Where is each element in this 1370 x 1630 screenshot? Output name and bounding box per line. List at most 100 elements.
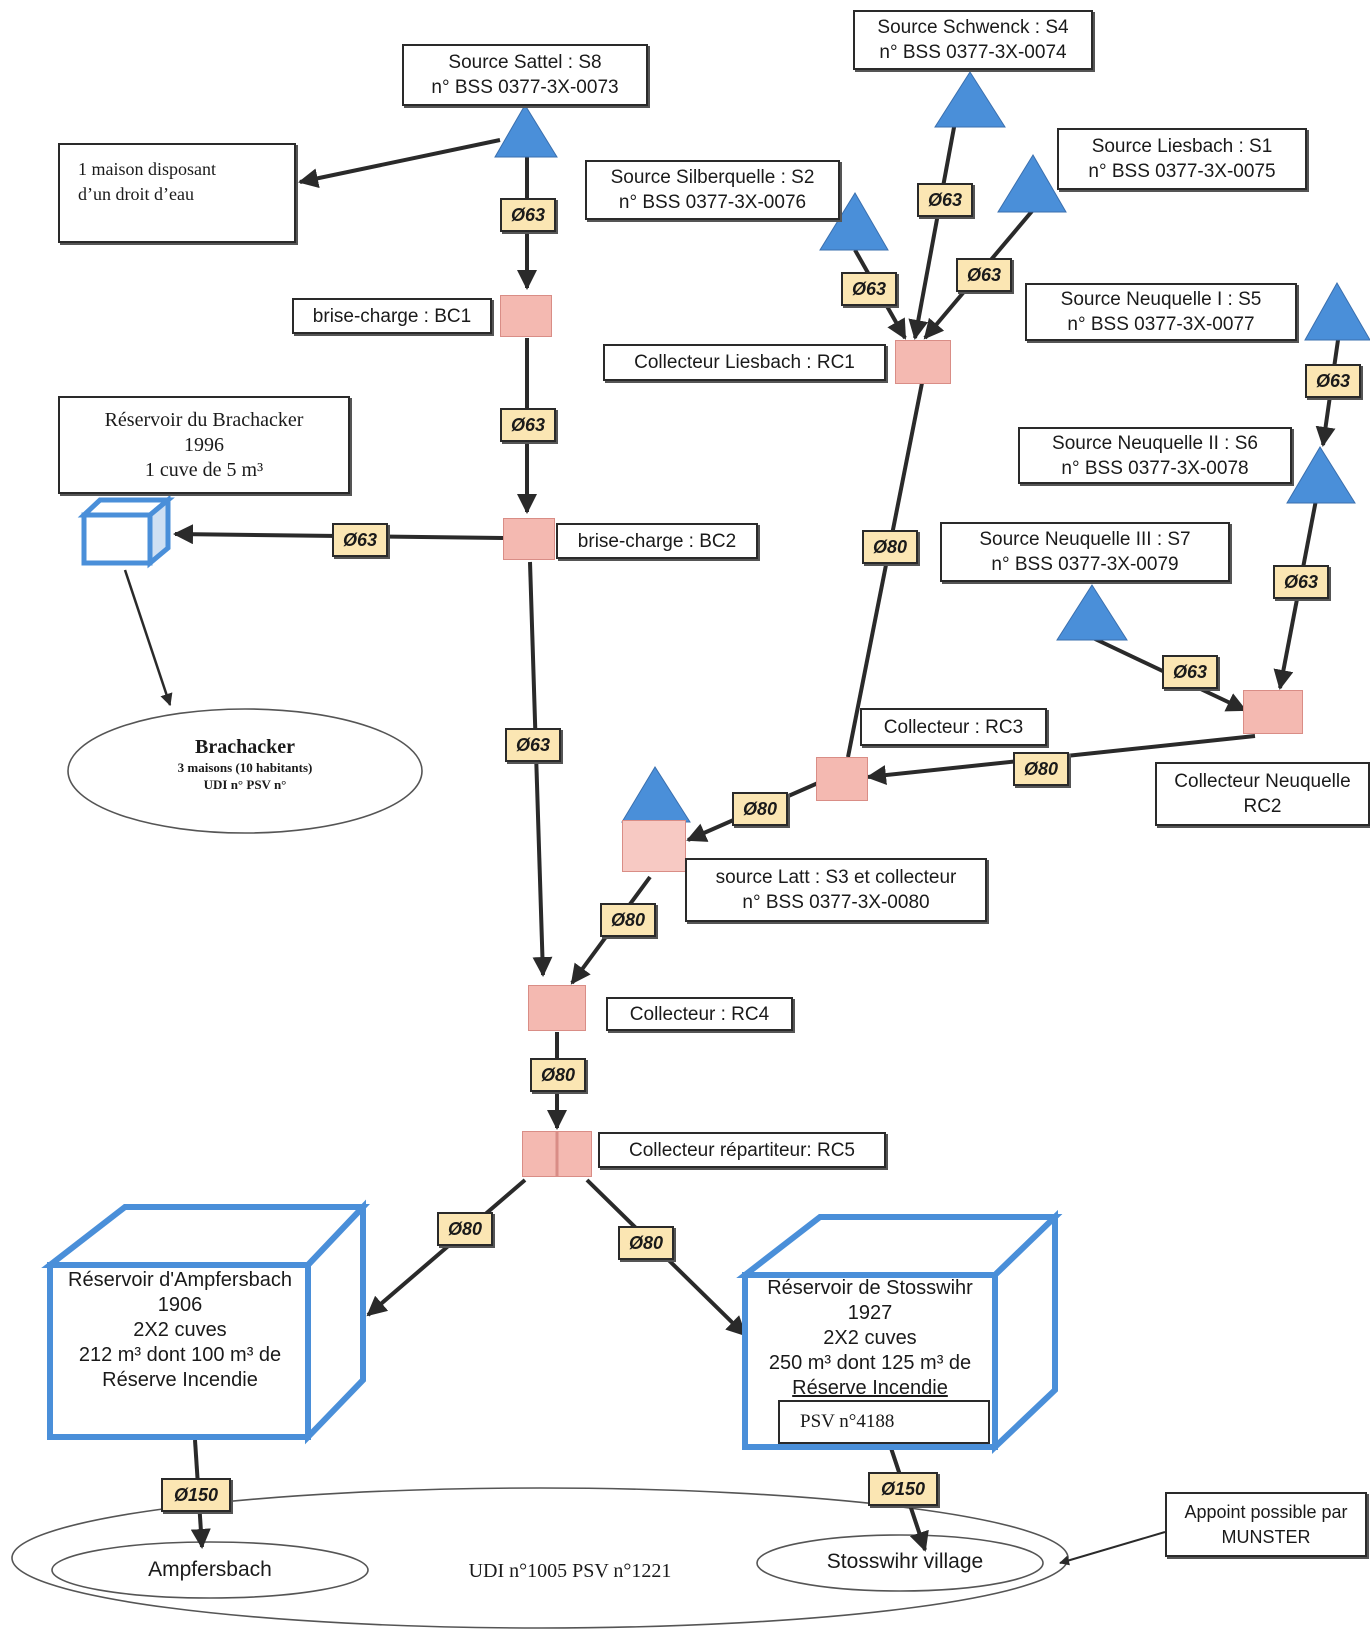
- pipe-label-bc2-rc4: Ø63: [505, 728, 561, 762]
- pipe-label-bc1-bc2: Ø63: [500, 408, 556, 442]
- label-rc3: Collecteur : RC3: [860, 708, 1047, 746]
- rc1-text: Collecteur Liesbach : RC1: [634, 352, 855, 373]
- pipe-rc1-rc3: [846, 382, 924, 758]
- source-s8-triangle: [494, 104, 558, 158]
- node-rc1: [895, 340, 951, 384]
- brachacker-res-line3: 1 cuve de 5 m³: [144, 458, 264, 481]
- source-s4-triangle: [934, 71, 1006, 128]
- source-s5-triangle: [1304, 281, 1370, 341]
- stoss-res-line5: Réserve Incendie: [792, 1377, 948, 1399]
- s2-name: Source Silberquelle : S2: [610, 167, 815, 188]
- maison-line1: 1 maison disposant: [78, 159, 216, 179]
- udi-main-text: UDI n°1005 PSV n°1221: [468, 1560, 672, 1582]
- node-bc2: [503, 518, 555, 560]
- label-source-s2: Source Silberquelle : S2 n° BSS 0377-3X-…: [585, 160, 840, 220]
- s7-name: Source Neuquelle III : S7: [979, 529, 1191, 550]
- label-bc2: brise-charge : BC2: [556, 523, 758, 559]
- ampf-res-line3: 2X2 cuves: [133, 1319, 227, 1341]
- rc3-text: Collecteur : RC3: [883, 716, 1024, 738]
- node-rc4: [528, 985, 586, 1031]
- s5-bss: n° BSS 0377-3X-0077: [1067, 314, 1255, 335]
- pipe-label-stosswihr-village: Ø150: [868, 1472, 938, 1506]
- label-rc1: Collecteur Liesbach : RC1: [603, 344, 886, 381]
- appoint-line1: Appoint possible par: [1184, 1501, 1348, 1522]
- brachacker-res-line1: Réservoir du Brachacker: [104, 408, 304, 431]
- pipe-label-s6: Ø63: [1273, 565, 1329, 599]
- bc2-text: brise-charge : BC2: [577, 530, 737, 552]
- pipe-label-rc5-stosswihr: Ø80: [618, 1226, 674, 1260]
- pipe-label-s7: Ø63: [1162, 655, 1218, 689]
- stoss-res-line4: 250 m³ dont 125 m³ de: [768, 1352, 972, 1374]
- label-reservoir-ampfersbach: Réservoir d'Ampfersbach 1906 2X2 cuves 2…: [56, 1268, 304, 1393]
- ampf-res-line2: 1906: [157, 1294, 203, 1316]
- pipe-label-rc5-ampfersbach: Ø80: [437, 1212, 493, 1246]
- brachacker-res-line2: 1996: [184, 433, 224, 456]
- source-s1-triangle: [997, 154, 1067, 213]
- rc2-line2: RC2: [1243, 796, 1282, 817]
- pipe-munster-appoint: [1059, 1531, 1166, 1566]
- pipe-label-bc2-brachacker: Ø63: [332, 523, 388, 557]
- pipe-label-rc2-rc3: Ø80: [1013, 752, 1069, 786]
- s8-bss: n° BSS 0377-3X-0073: [431, 77, 619, 98]
- s1-name: Source Liesbach : S1: [1091, 136, 1273, 157]
- node-rc2: [1243, 690, 1303, 734]
- label-source-s8: Source Sattel : S8 n° BSS 0377-3X-0073: [402, 44, 648, 106]
- node-bc1: [500, 295, 552, 337]
- pipe-label-s1: Ø63: [956, 258, 1012, 292]
- label-source-s7: Source Neuquelle III : S7 n° BSS 0377-3X…: [940, 522, 1230, 582]
- label-maison: 1 maison disposant d’un droit d’eau: [58, 143, 296, 243]
- reservoir-brachacker-icon: [77, 494, 175, 569]
- label-appoint-munster: Appoint possible par MUNSTER: [1165, 1492, 1367, 1557]
- ampf-res-line1: Réservoir d'Ampfersbach: [68, 1269, 292, 1291]
- label-udi-main: UDI n°1005 PSV n°1221: [440, 1560, 700, 1583]
- label-source-s5: Source Neuquelle I : S5 n° BSS 0377-3X-0…: [1025, 283, 1297, 341]
- bc1-text: brise-charge : BC1: [312, 305, 472, 327]
- pipe-s4-rc1: [908, 121, 957, 340]
- label-bc1: brise-charge : BC1: [292, 298, 492, 334]
- label-village-stosswihr: Stosswihr village: [805, 1550, 1005, 1574]
- node-s3-latt: [622, 820, 686, 872]
- s4-bss: n° BSS 0377-3X-0074: [879, 42, 1067, 63]
- stosswihr-ellipse: [756, 1534, 1044, 1592]
- label-stosswihr-psv: PSV n°4188: [778, 1400, 990, 1444]
- appoint-line2: MUNSTER: [1221, 1526, 1311, 1547]
- label-rc2: Collecteur Neuquelle RC2: [1155, 762, 1370, 826]
- pipe-label-s3-rc4: Ø80: [600, 903, 656, 937]
- s3-name: source Latt : S3 et collecteur: [715, 867, 957, 888]
- s6-bss: n° BSS 0377-3X-0078: [1061, 457, 1249, 479]
- s4-name: Source Schwenck : S4: [877, 17, 1069, 38]
- pipe-brachacker-udi: [123, 569, 173, 707]
- stosswihr-psv-text: PSV n°4188: [800, 1411, 895, 1432]
- s7-bss: n° BSS 0377-3X-0079: [991, 554, 1179, 575]
- pipe-rc5-ampfersbach: [366, 1178, 527, 1317]
- reservoir-ampfersbach-icon: [41, 1199, 370, 1445]
- rc5-text: Collecteur répartiteur: RC5: [629, 1139, 855, 1161]
- s2-bss: n° BSS 0377-3X-0076: [618, 192, 807, 213]
- node-rc5: [522, 1131, 592, 1177]
- pipe-label-ampfersbach-village: Ø150: [161, 1478, 231, 1512]
- stoss-res-line3: 2X2 cuves: [823, 1327, 917, 1349]
- brachacker-line1: 3 maisons (10 habitants): [177, 760, 313, 775]
- label-reservoir-brachacker: Réservoir du Brachacker 1996 1 cuve de 5…: [58, 396, 350, 494]
- node-rc3: [816, 757, 868, 801]
- stoss-res-line1: Réservoir de Stosswihr: [767, 1277, 973, 1299]
- rc2-line1: Collecteur Neuquelle: [1174, 771, 1351, 792]
- pipe-label-rc1-rc3: Ø80: [862, 530, 918, 564]
- source-s7-triangle: [1056, 584, 1128, 641]
- label-village-ampfersbach: Ampfersbach: [110, 1558, 310, 1582]
- s1-bss: n° BSS 0377-3X-0075: [1088, 161, 1276, 182]
- source-s2-triangle: [819, 192, 889, 251]
- label-source-s3: source Latt : S3 et collecteur n° BSS 03…: [685, 858, 987, 922]
- brachacker-line2: UDI n° PSV n°: [203, 777, 287, 792]
- maison-line2: d’un droit d’eau: [78, 184, 194, 204]
- s6-name: Source Neuquelle II : S6: [1052, 432, 1258, 454]
- pipe-s8-maison: [298, 138, 501, 189]
- brachacker-ellipse: [67, 708, 423, 834]
- s3-bss: n° BSS 0377-3X-0080: [742, 892, 930, 913]
- pipe-label-rc4-rc5: Ø80: [530, 1058, 586, 1092]
- brachacker-name: Brachacker: [195, 736, 295, 758]
- label-reservoir-stosswihr: Réservoir de Stosswihr 1927 2X2 cuves 25…: [750, 1276, 990, 1401]
- pipe-label-s2: Ø63: [841, 272, 897, 306]
- source-s6-triangle: [1286, 446, 1356, 504]
